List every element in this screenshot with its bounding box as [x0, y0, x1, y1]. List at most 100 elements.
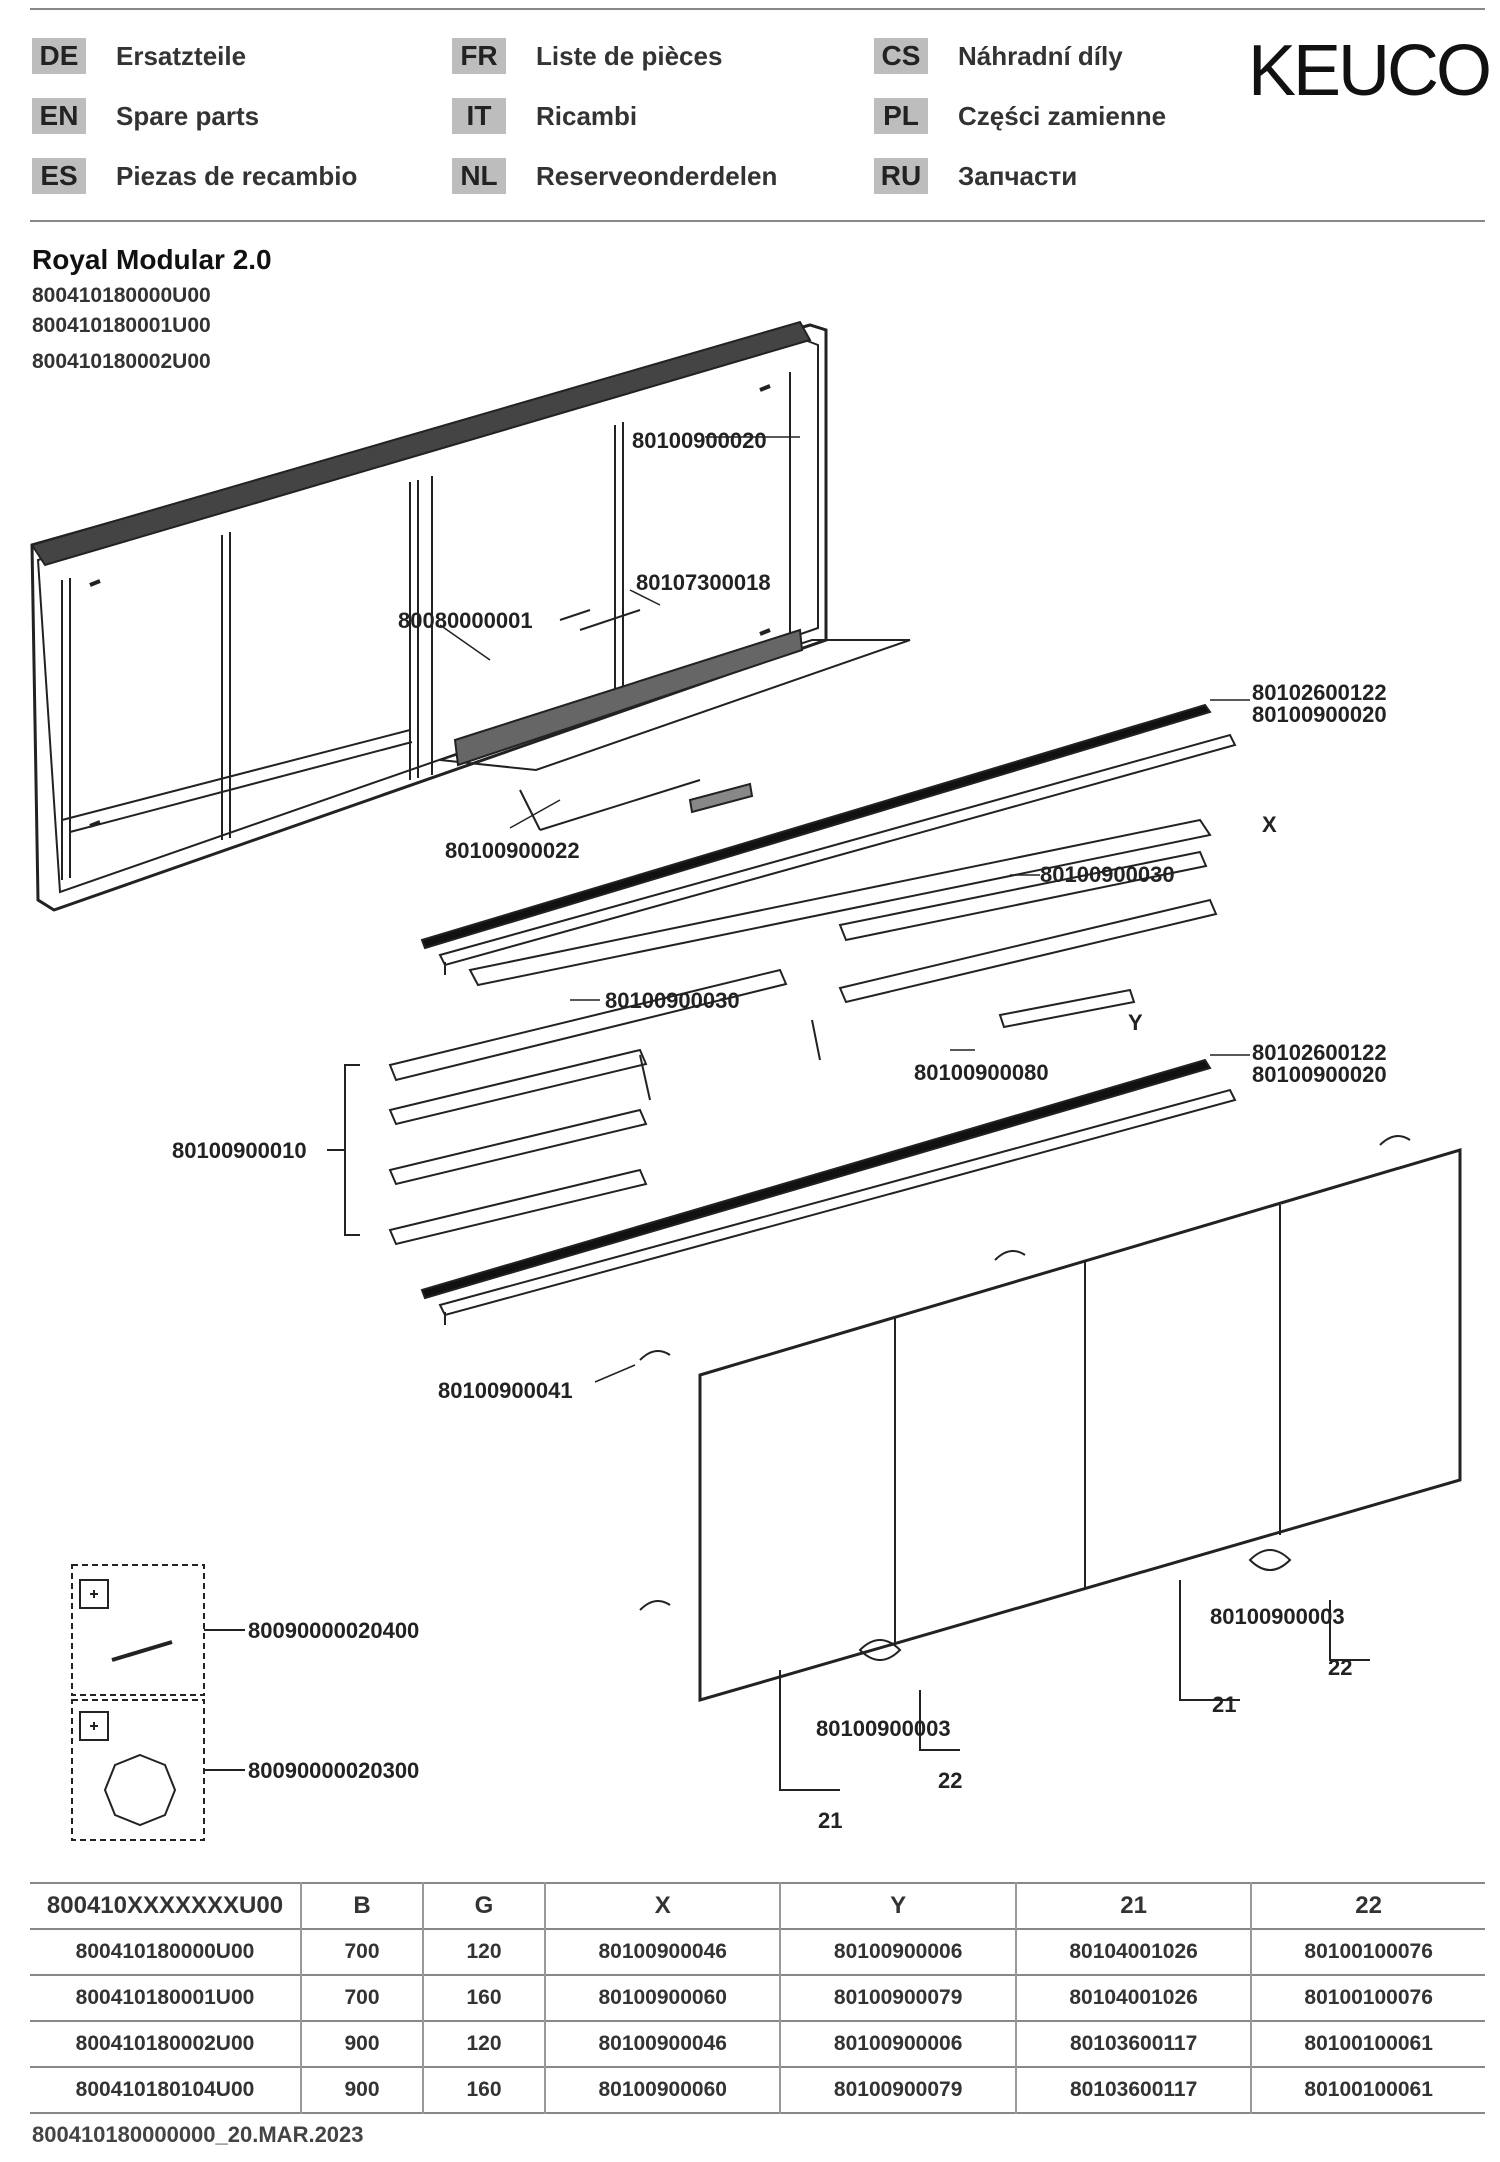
- lang-label: Części zamienne: [958, 100, 1167, 131]
- light-bar-lower: [420, 1058, 1237, 1325]
- part-label: 80100900020: [632, 428, 767, 453]
- part-label: 80107300018: [636, 570, 771, 595]
- lang-label: Liste de pièces: [536, 40, 723, 71]
- article-number: 800410180001U00: [32, 314, 211, 337]
- table-cell: 80103600117: [1015, 2021, 1253, 2067]
- part-letter-y: Y: [1128, 1010, 1143, 1035]
- table-cell: 80100900060: [545, 2067, 782, 2113]
- table-cell: 120: [423, 2021, 546, 2067]
- part-label: 80100900030: [1040, 862, 1175, 887]
- part-label: 80100900022: [445, 838, 580, 863]
- table-header: 800410XXXXXXXU00: [30, 1883, 302, 1929]
- lang-label: Ersatzteile: [116, 40, 247, 71]
- header-rule: [30, 220, 1485, 222]
- table-cell: 80100900079: [780, 1975, 1017, 2021]
- lang-code: RU: [874, 158, 928, 194]
- part-label: 80090000020400: [248, 1618, 420, 1643]
- part-label: 80080000001: [398, 608, 533, 633]
- table-header: Y: [780, 1883, 1017, 1929]
- part-label: 80100900010: [172, 1138, 307, 1163]
- product-title: Royal Modular 2.0: [32, 244, 272, 275]
- table-cell: 80104001026: [1015, 1929, 1253, 1975]
- lang-code: PL: [874, 98, 928, 134]
- lang-nl: NL Reserveonderdelen: [452, 158, 777, 194]
- table-cell: 80100900046: [545, 2021, 782, 2067]
- table-header: 22: [1355, 1892, 1382, 1919]
- lang-it: IT Ricambi: [452, 98, 637, 134]
- part-label: 80090000020300: [248, 1758, 420, 1783]
- part-number-22: 22: [1328, 1655, 1353, 1680]
- table-cell: 160: [423, 2067, 546, 2113]
- detail-boxes: [71, 1564, 245, 1841]
- table-cell: 80100100076: [1304, 1940, 1433, 1963]
- lang-code: DE: [32, 38, 86, 74]
- table-row: 800410180002U00 900 120 80100900046 8010…: [30, 2021, 1485, 2067]
- lang-pl: PL Części zamienne: [874, 98, 1166, 134]
- part-label: 80100900003: [816, 1716, 951, 1741]
- part-number-21: 21: [1212, 1692, 1237, 1717]
- cabinet-body: [30, 320, 911, 912]
- table-cell: 80103600117: [1015, 2067, 1253, 2113]
- table-cell: 80100100061: [1304, 2078, 1433, 2101]
- part-letter-x: X: [1262, 812, 1277, 837]
- table-cell: 800410180000U00: [30, 1929, 302, 1975]
- lang-label: Запчасти: [958, 160, 1078, 191]
- table-cell: 800410180104U00: [30, 2067, 302, 2113]
- table-cell: 800410180002U00: [30, 2021, 302, 2067]
- lang-code: EN: [32, 98, 86, 134]
- top-rule: [30, 8, 1485, 10]
- lang-es: ES Piezas de recambio: [32, 158, 357, 194]
- lang-label: Ricambi: [536, 100, 638, 131]
- table-cell: 80100900079: [780, 2067, 1017, 2113]
- lang-code: IT: [452, 98, 506, 134]
- light-bar-upper: [420, 703, 1237, 975]
- table-header: G: [423, 1883, 546, 1929]
- table-header: X: [545, 1883, 782, 1929]
- lang-de: DE Ersatzteile: [32, 38, 246, 74]
- document-footer: 800410180000000_20.MAR.2023: [32, 2122, 364, 2147]
- part-label: 80100900003: [1210, 1604, 1345, 1629]
- lang-ru: RU Запчасти: [874, 158, 1077, 194]
- table-cell: 80100900006: [780, 1929, 1017, 1975]
- table-cell: 80100900006: [780, 2021, 1017, 2067]
- part-label: 80100900020: [1252, 1062, 1387, 1087]
- table-row: 800410180104U00 900 160 80100900060 8010…: [30, 2067, 1485, 2113]
- table-cell: 120: [423, 1929, 546, 1975]
- table-cell: 80100900046: [545, 1929, 782, 1975]
- lang-label: Náhradní díly: [958, 40, 1123, 71]
- lang-code: CS: [874, 38, 928, 74]
- mirror-doors: [639, 1135, 1462, 1791]
- table-cell: 900: [301, 2067, 424, 2113]
- exploded-view-drawing: [30, 320, 1462, 1841]
- part-label: 80100900041: [438, 1378, 573, 1403]
- parts-table: 800410XXXXXXXU00 B G X Y 21 22 800410180…: [30, 1882, 1485, 2114]
- lang-label: Reserveonderdelen: [536, 160, 778, 191]
- table-cell: 80100100061: [1304, 2032, 1433, 2055]
- article-number: 800410180002U00: [32, 350, 211, 373]
- table-row: 800410180000U00 700 120 80100900046 8010…: [30, 1929, 1485, 1975]
- table-cell: 80104001026: [1015, 1975, 1253, 2021]
- part-label: 80102600122: [1252, 1040, 1387, 1065]
- table-cell: 700: [301, 1975, 424, 2021]
- part-label: 80100900030: [605, 988, 740, 1013]
- part-label: 80102600122: [1252, 680, 1387, 705]
- lang-label: Spare parts: [116, 100, 260, 131]
- shelves: [327, 818, 1218, 1246]
- lang-code: FR: [452, 38, 506, 74]
- table-cell: 800410180001U00: [30, 1975, 302, 2021]
- table-header-row: 800410XXXXXXXU00 B G X Y 21 22: [30, 1883, 1485, 1929]
- table-cell: 80100100076: [1304, 1986, 1433, 2009]
- article-number: 800410180000U00: [32, 284, 211, 307]
- table-cell: 160: [423, 1975, 546, 2021]
- lang-code: ES: [32, 158, 86, 194]
- part-label: 80100900080: [914, 1060, 1049, 1085]
- lang-fr: FR Liste de pièces: [452, 38, 722, 74]
- lang-cs: CS Náhradní díly: [874, 38, 1123, 74]
- table-header: 21: [1015, 1883, 1253, 1929]
- lang-en: EN Spare parts: [32, 98, 259, 134]
- table-cell: 700: [301, 1929, 424, 1975]
- part-number-22: 22: [938, 1768, 963, 1793]
- table-row: 800410180001U00 700 160 80100900060 8010…: [30, 1975, 1485, 2021]
- lang-code: NL: [452, 158, 506, 194]
- table-header: B: [301, 1883, 424, 1929]
